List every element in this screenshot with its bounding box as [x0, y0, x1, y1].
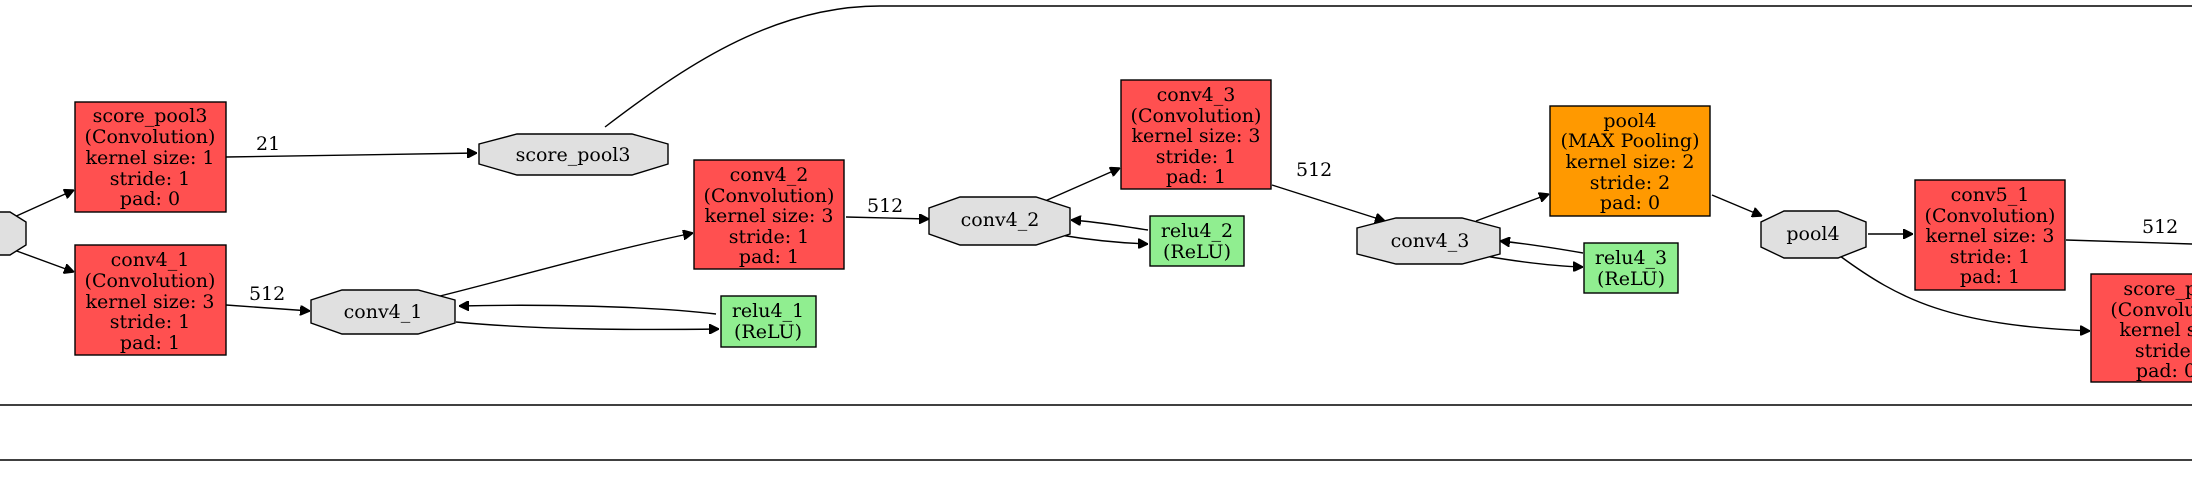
- svg-text:pool4: pool4: [1603, 110, 1656, 132]
- svg-text:(Convolution): (Convolution): [704, 185, 835, 207]
- svg-text:kernel size: 3: kernel size: 3: [704, 205, 833, 227]
- svg-text:conv4_2: conv4_2: [961, 209, 1040, 231]
- svg-text:stride: 2: stride: 2: [1590, 172, 1670, 194]
- edge-label: 512: [2142, 216, 2178, 238]
- edge-pool4-to-score_pool4: [1839, 255, 2090, 331]
- svg-text:conv5_1: conv5_1: [1951, 184, 2030, 206]
- blob-conv4_2: conv4_2: [928, 196, 1071, 246]
- svg-text:(Convolution): (Convolution): [1925, 205, 2056, 227]
- svg-text:(Convolutio: (Convolutio: [2110, 299, 2192, 321]
- blob-pool4: pool4: [1760, 210, 1867, 259]
- svg-text:stride: 1: stride: 1: [1156, 146, 1236, 168]
- layer-conv4_2: conv4_2 (Convolution) kernel size: 3 str…: [693, 159, 845, 270]
- svg-text:score_pool3: score_pool3: [516, 144, 631, 166]
- edge-relu4_3-back: [1500, 241, 1584, 254]
- svg-text:(ReLU): (ReLU): [734, 321, 802, 343]
- svg-text:kernel size: 1: kernel size: 1: [85, 147, 214, 169]
- blob-conv4_1: conv4_1: [310, 289, 456, 335]
- edge-conv4_3-out: [1271, 184, 1385, 221]
- svg-text:relu4_2: relu4_2: [1161, 220, 1233, 242]
- svg-text:pad: 1: pad: 1: [120, 332, 180, 354]
- svg-text:stride: 1: stride: 1: [1950, 246, 2030, 268]
- svg-text:conv4_2: conv4_2: [730, 164, 809, 186]
- svg-text:conv4_1: conv4_1: [111, 249, 190, 271]
- edge-score_pool3-out: [225, 153, 477, 157]
- svg-text:relu4_3: relu4_3: [1595, 247, 1667, 269]
- svg-text:(Convolution): (Convolution): [1131, 105, 1262, 127]
- edge-score_pool3-to-crop: [604, 5, 2192, 128]
- blob-score_pool3: score_pool3: [478, 133, 669, 176]
- edge-relu4_2-back: [1071, 220, 1149, 231]
- svg-text:relu4_1: relu4_1: [732, 300, 804, 322]
- svg-text:stride:: stride:: [2135, 340, 2192, 362]
- edge-conv4_2-out: [845, 217, 929, 219]
- svg-text:kernel size: 2: kernel size: 2: [1565, 151, 1694, 173]
- blob-conv4_3: conv4_3: [1356, 217, 1501, 265]
- layer-relu4_1: relu4_1 (ReLU): [720, 295, 817, 348]
- svg-text:pad: 1: pad: 1: [1166, 166, 1226, 188]
- svg-text:(ReLU): (ReLU): [1163, 241, 1231, 263]
- svg-text:kernel size: 3: kernel size: 3: [1925, 225, 2054, 247]
- edge-label: 512: [867, 195, 903, 217]
- svg-text:pad: 0: pad: 0: [1600, 192, 1660, 214]
- edge-label: 512: [249, 283, 285, 305]
- layer-relu4_3: relu4_3 (ReLU): [1583, 242, 1679, 294]
- edge-conv4_1-to-relu4_1: [455, 321, 719, 329]
- svg-text:kernel siz: kernel siz: [2119, 319, 2192, 341]
- svg-text:kernel size: 3: kernel size: 3: [85, 291, 214, 313]
- svg-text:pad: 0: pad: 0: [120, 188, 180, 210]
- edge-conv4_2-to-conv4_3: [1044, 168, 1120, 202]
- edge-pool4-out: [1711, 194, 1762, 216]
- svg-text:(ReLU): (ReLU): [1597, 268, 1665, 290]
- edge-relu4_1-back: [459, 305, 717, 315]
- svg-text:(Convolution): (Convolution): [85, 126, 216, 148]
- svg-text:pad: 1: pad: 1: [739, 246, 799, 268]
- edge-label: 512: [1296, 159, 1332, 181]
- edge-label: 21: [256, 133, 280, 155]
- svg-text:pad: 1: pad: 1: [1960, 266, 2020, 288]
- edge-pool3-to-score_pool3: [11, 190, 74, 219]
- svg-text:conv4_1: conv4_1: [344, 301, 423, 323]
- svg-text:pool4: pool4: [1786, 223, 1839, 245]
- svg-text:(MAX Pooling): (MAX Pooling): [1560, 130, 1699, 152]
- edge-conv4_3-to-relu4_3: [1484, 255, 1583, 267]
- blob-pool3-partial: [0, 211, 27, 256]
- layer-conv4_3: conv4_3 (Convolution) kernel size: 3 str…: [1120, 79, 1272, 190]
- edge-conv4_1-to-conv4_2: [439, 233, 693, 297]
- edge-conv5_1-out: [2065, 239, 2192, 245]
- svg-text:stride: 1: stride: 1: [729, 226, 809, 248]
- layer-conv4_1: conv4_1 (Convolution) kernel size: 3 str…: [74, 244, 227, 356]
- edge-conv4_1-out: [225, 304, 310, 311]
- svg-text:conv4_3: conv4_3: [1157, 84, 1236, 106]
- edge-conv4_3-to-pool4: [1475, 194, 1549, 222]
- layer-score_pool3: score_pool3 (Convolution) kernel size: 1…: [74, 101, 227, 213]
- svg-text:kernel size: 3: kernel size: 3: [1131, 125, 1260, 147]
- layer-conv5_1: conv5_1 (Convolution) kernel size: 3 str…: [1914, 179, 2066, 291]
- edge-conv4_2-to-relu4_2: [1059, 234, 1148, 244]
- svg-text:stride: 1: stride: 1: [110, 168, 190, 190]
- svg-text:pad: 0: pad: 0: [2136, 360, 2192, 382]
- layer-relu4_2: relu4_2 (ReLU): [1149, 215, 1245, 267]
- svg-text:score_pool3: score_pool3: [93, 105, 208, 127]
- edge-pool3-to-conv4_1: [13, 249, 74, 272]
- svg-text:conv4_3: conv4_3: [1391, 230, 1470, 252]
- layer-score_pool4: score_po (Convolutio kernel siz stride: …: [2090, 273, 2192, 383]
- svg-text:score_po: score_po: [2123, 278, 2192, 300]
- svg-text:stride: 1: stride: 1: [110, 311, 190, 333]
- layer-pool4: pool4 (MAX Pooling) kernel size: 2 strid…: [1549, 105, 1711, 217]
- svg-text:(Convolution): (Convolution): [85, 270, 216, 292]
